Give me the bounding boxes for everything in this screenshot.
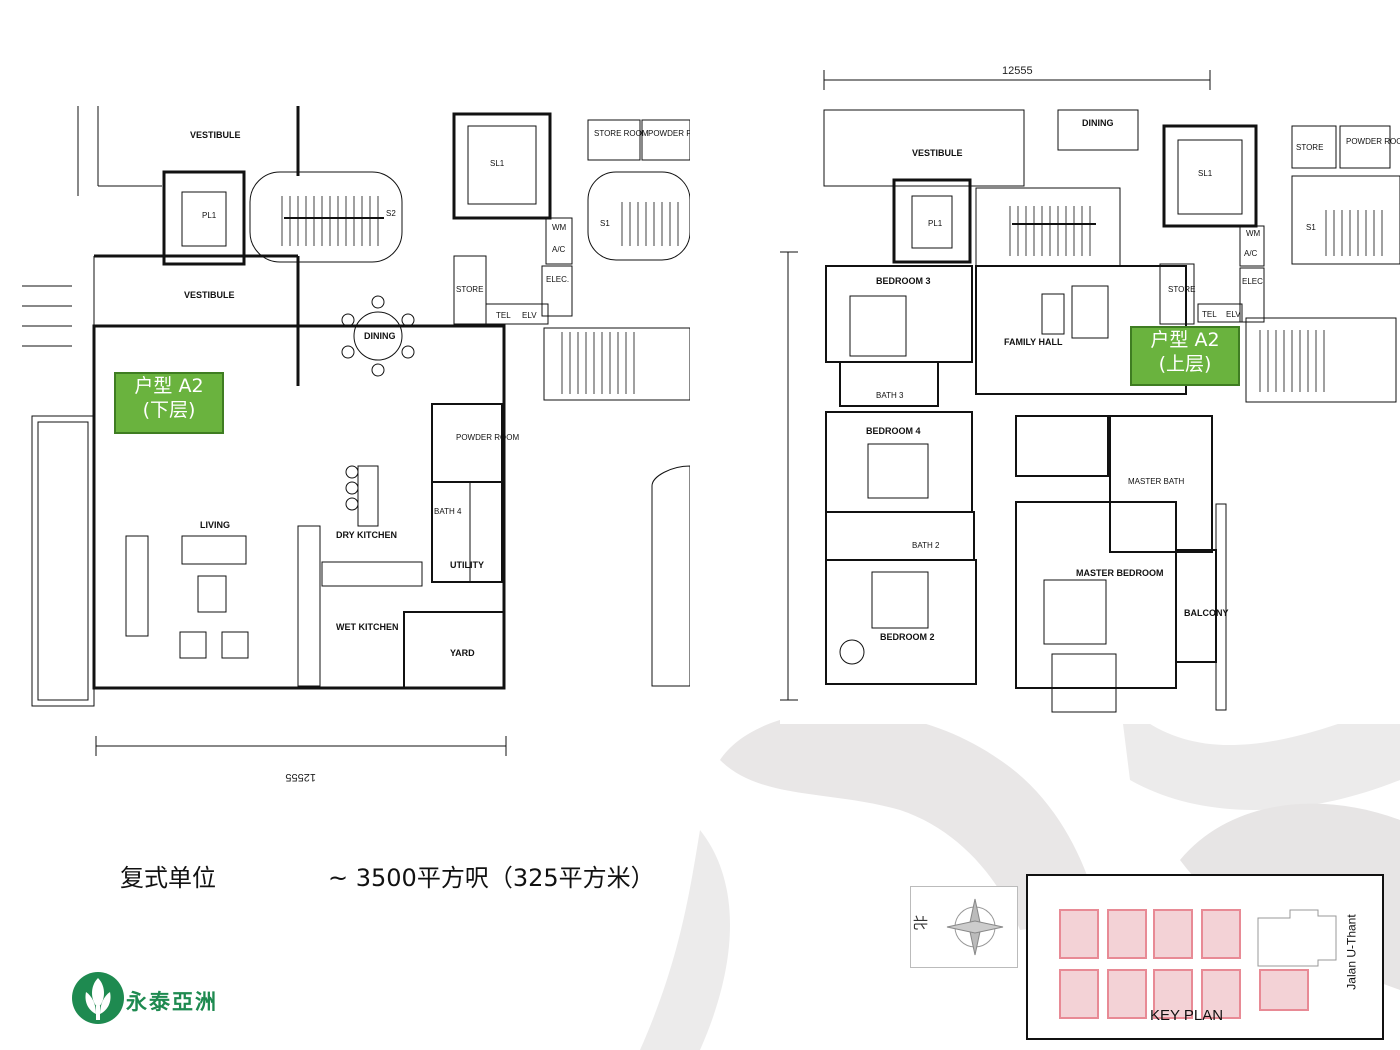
upper-elv-label: ELV — [1226, 310, 1241, 319]
dining-label: DINING — [364, 331, 396, 341]
family-hall-label: FAMILY HALL — [1004, 337, 1063, 347]
upper-dining-label: DINING — [1082, 118, 1114, 128]
key-plan-title: KEY PLAN — [1150, 1007, 1224, 1024]
lower-floor-plan: VESTIBULE VESTIBULE PL1 S2 SL1 S1 STORE … — [22, 106, 690, 796]
powder-room-label: POWDER ROOM — [456, 433, 519, 442]
bath4-label: BATH 4 — [434, 507, 462, 516]
store-room-top-label: STORE ROOM — [594, 129, 649, 138]
utility-label: UTILITY — [450, 560, 484, 570]
upper-vestibule-label: VESTIBULE — [912, 148, 963, 158]
yard-label: YARD — [450, 648, 475, 658]
s1-label: S1 — [600, 219, 610, 228]
upper-pl1-label: PL1 — [928, 219, 943, 228]
key-plan — [1026, 874, 1384, 1040]
upper-store2-label: STORE — [1168, 285, 1195, 294]
unit-type-caption: 复式单位 — [120, 864, 216, 892]
company-logo-text: 永泰亞洲 — [126, 990, 218, 1014]
upper-floor-plan: 12555 13285 10908 DINING VESTIBULE PL1 S… — [780, 60, 1400, 724]
balcony-label: BALCONY — [1184, 608, 1229, 618]
vestibule-top-label: VESTIBULE — [190, 130, 241, 140]
bedroom2-label: BEDROOM 2 — [880, 632, 935, 642]
upper-tag-line2: (上层) — [1158, 353, 1212, 375]
upper-store-label: STORE — [1296, 143, 1323, 152]
upper-tag-line1: 户型 A2 — [1150, 329, 1220, 351]
wet-kitchen-label: WET KITCHEN — [336, 622, 399, 632]
powder-room-top-label: POWDER ROOM — [648, 129, 690, 138]
upper-elec-label: ELEC. — [1242, 277, 1265, 286]
vestibule-label: VESTIBULE — [184, 290, 235, 300]
living-label: LIVING — [200, 520, 230, 530]
lower-tag-line2: (下层) — [142, 399, 196, 421]
master-bath-label: MASTER BATH — [1128, 477, 1185, 486]
dry-kitchen-label: DRY KITCHEN — [336, 530, 397, 540]
bedroom4-label: BEDROOM 4 — [866, 426, 921, 436]
upper-s1-label: S1 — [1306, 223, 1316, 232]
upper-sl1-label: SL1 — [1198, 169, 1213, 178]
elv-label: ELV — [522, 311, 537, 320]
upper-wm-label: WM — [1246, 229, 1261, 238]
bath2-label: BATH 2 — [912, 541, 940, 550]
north-label: 北 — [911, 914, 930, 931]
master-bedroom-label: MASTER BEDROOM — [1076, 568, 1164, 578]
compass-icon — [946, 898, 1004, 956]
store-label: STORE — [456, 285, 483, 294]
elec-label: ELEC. — [546, 275, 569, 284]
key-plan-map — [1059, 909, 1337, 1019]
north-indicator — [910, 886, 1018, 968]
upper-tel-label: TEL — [1202, 310, 1217, 319]
sl1-label: SL1 — [490, 159, 505, 168]
upper-powder-room-label: POWDER ROOM — [1346, 137, 1400, 146]
s2-label: S2 — [386, 209, 396, 218]
upper-top-dimension-label: 12555 — [1002, 65, 1033, 77]
lower-floor-tag: 户型 A2 (下层) — [114, 372, 224, 434]
ac-label: A/C — [552, 245, 566, 254]
wm-label: WM — [552, 223, 567, 232]
lower-dimension-label: 12555 — [285, 771, 316, 783]
bath3-label: BATH 3 — [876, 391, 904, 400]
upper-floor-tag: 户型 A2 (上层) — [1130, 326, 1240, 386]
bedroom3-label: BEDROOM 3 — [876, 276, 931, 286]
lower-tag-line1: 户型 A2 — [134, 375, 204, 397]
road-label: Jalan U-Thant — [1344, 914, 1359, 990]
pl1-label: PL1 — [202, 211, 217, 220]
upper-ac-label: A/C — [1244, 249, 1258, 258]
tel-label: TEL — [496, 311, 511, 320]
company-logo-icon — [72, 972, 124, 1024]
area-caption: ~ 3500平方呎（325平方米） — [328, 864, 655, 892]
